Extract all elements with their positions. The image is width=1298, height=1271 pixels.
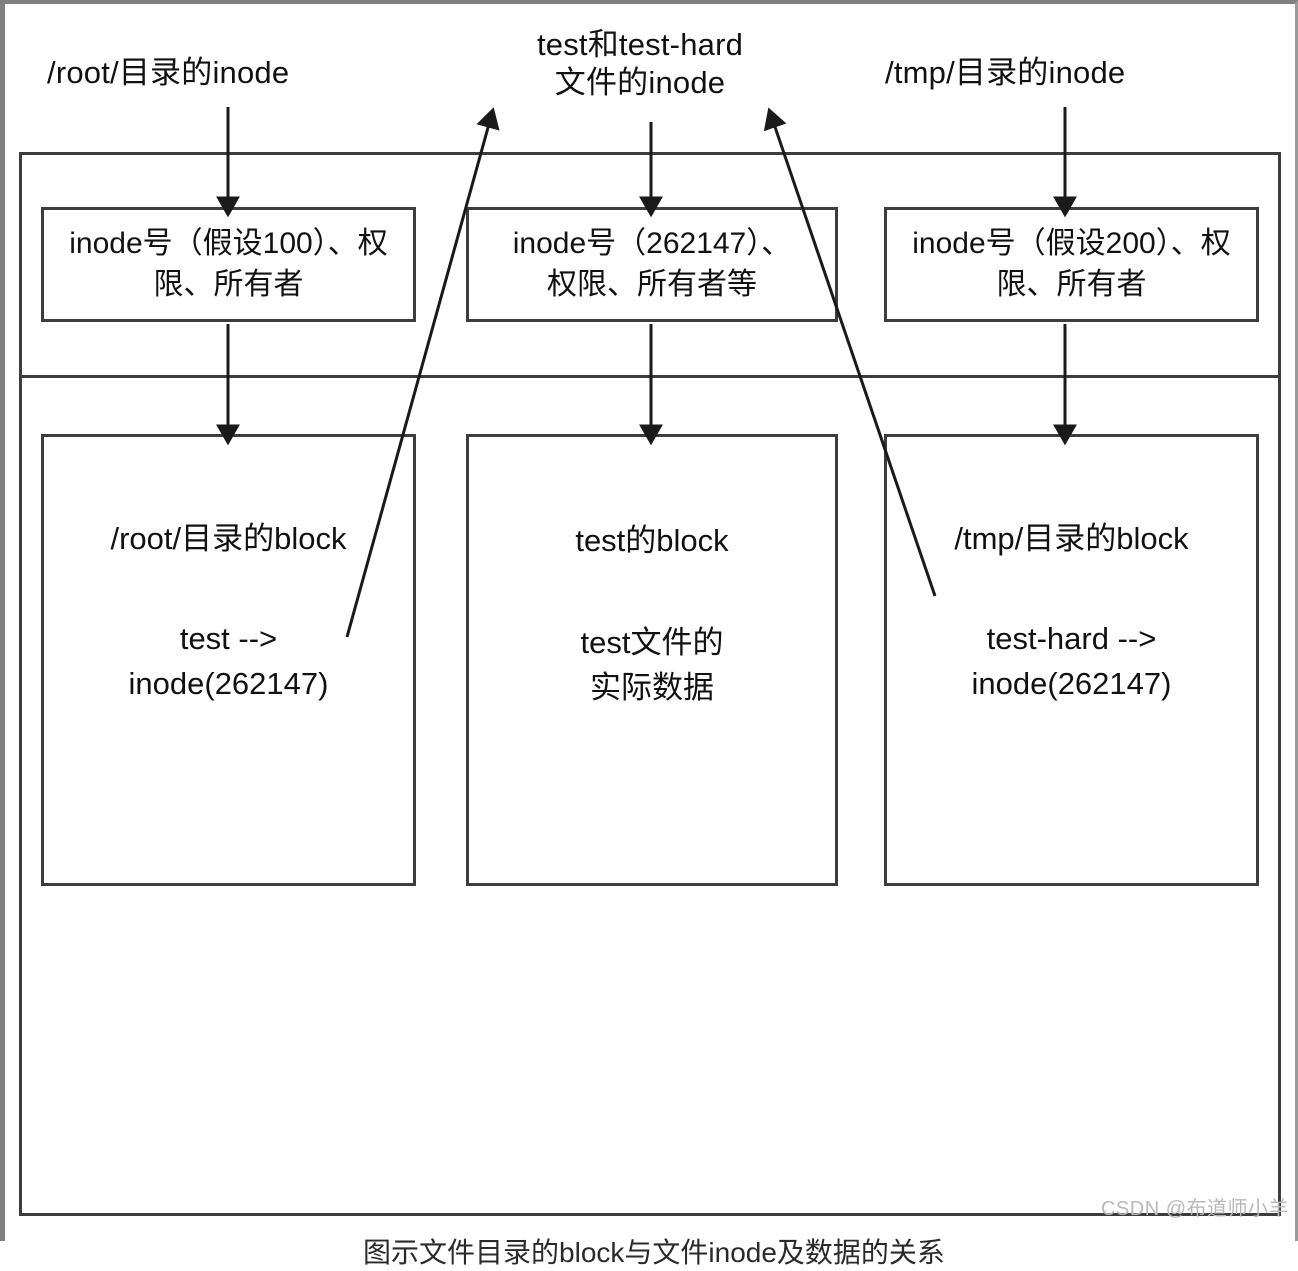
inode-box-tmp: inode号（假设200）、权限、所有者 bbox=[884, 207, 1259, 322]
inode-box-root-text: inode号（假设100）、权限、所有者 bbox=[69, 227, 388, 301]
block-box-file-body: test文件的 实际数据 bbox=[580, 625, 724, 705]
inode-block-diagram: /root/目录的inode test和test-hard 文件的inode /… bbox=[5, 4, 1298, 1268]
inode-box-root: inode号（假设100）、权限、所有者 bbox=[41, 207, 416, 322]
block-box-tmp-title: /tmp/目录的block bbox=[954, 521, 1189, 556]
block-box-root-body: test --> inode(262147) bbox=[128, 621, 329, 701]
figure-caption-clipped: 图示文件目录的block与文件inode及数据的关系 bbox=[363, 1237, 945, 1268]
block-box-root-title: /root/目录的block bbox=[110, 521, 347, 556]
inode-box-file-text: inode号（262147）、 权限、所有者等 bbox=[512, 227, 792, 301]
watermark: CSDN @布道师小羊 bbox=[1100, 1198, 1289, 1220]
inode-box-tmp-text: inode号（假设200）、权限、所有者 bbox=[912, 227, 1231, 301]
caption-tmp-inode: /tmp/目录的inode bbox=[885, 55, 1126, 90]
block-box-file: test的block test文件的 实际数据 bbox=[466, 434, 838, 886]
block-box-tmp: /tmp/目录的block test-hard --> inode(262147… bbox=[884, 434, 1259, 886]
caption-file-inode: test和test-hard 文件的inode bbox=[536, 27, 744, 100]
caption-root-inode: /root/目录的inode bbox=[47, 55, 290, 90]
block-box-root: /root/目录的block test --> inode(262147) bbox=[41, 434, 416, 886]
block-box-tmp-body: test-hard --> inode(262147) bbox=[971, 621, 1172, 701]
block-box-file-title: test的block bbox=[575, 523, 729, 558]
inode-box-file: inode号（262147）、 权限、所有者等 bbox=[466, 207, 838, 322]
inode-block-divider bbox=[19, 375, 1281, 378]
